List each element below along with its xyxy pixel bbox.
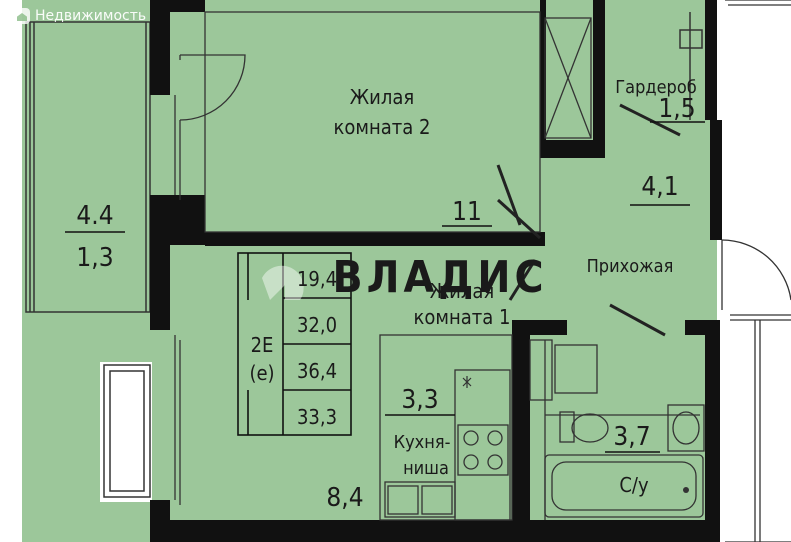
kitchen-counter <box>379 334 513 521</box>
hall-area: 4,1 <box>641 172 678 202</box>
living1-area: 8,4 <box>326 483 363 513</box>
balcony-area-reduced: 1,3 <box>76 243 113 273</box>
living2-area: 11 <box>452 197 482 227</box>
stove-icon <box>457 424 509 476</box>
walls <box>150 0 722 542</box>
toilet-icon <box>559 411 609 443</box>
kitchen-area: 3,3 <box>401 385 438 415</box>
door-swings <box>179 4 791 542</box>
area-underlines <box>65 121 705 453</box>
living1-name-line1: Жилая <box>430 279 494 303</box>
table-value-4: 33,3 <box>297 405 337 429</box>
door-leaves <box>496 103 681 337</box>
apartment-table-grid <box>237 252 352 436</box>
watermark: Недвижимость <box>14 8 146 24</box>
living2-name-line1: Жилая <box>350 85 414 109</box>
table-value-2: 32,0 <box>297 313 337 337</box>
living2-name-line2: комната 2 <box>334 115 431 139</box>
wardrobe-area: 1,5 <box>658 94 695 124</box>
kitchen-name-line2: ниша <box>403 458 449 479</box>
balcony-area-total: 4.4 <box>76 201 113 231</box>
table-value-3: 36,4 <box>297 359 337 383</box>
watermark-text: Недвижимость <box>35 8 147 24</box>
logo-text: ВЛАДИС <box>332 252 547 303</box>
table-value-1: 19,4 <box>297 267 337 291</box>
bathroom-fixtures <box>529 339 700 520</box>
sink-icon <box>667 404 705 452</box>
bath-name: С/у <box>619 473 649 497</box>
loggia-window <box>103 364 151 498</box>
apartment-type-line2: (е) <box>249 361 274 385</box>
hall-name: Прихожая <box>587 256 674 277</box>
wardrobe-name: Гардероб <box>615 77 696 98</box>
vladis-logo-icon <box>262 265 304 300</box>
bath-area: 3,7 <box>613 422 650 452</box>
vladis-logo: ВЛАДИС <box>262 252 547 303</box>
vent-shaft <box>544 17 592 139</box>
kitchen-name-line1: Кухня- <box>394 432 451 453</box>
sparkle-icon <box>462 376 472 388</box>
living1-name-line2: комната 1 <box>414 305 511 329</box>
balcony-frame <box>25 21 151 313</box>
wardrobe-rail <box>679 12 703 120</box>
drain-icon <box>683 487 689 493</box>
house-icon <box>14 8 30 24</box>
bathtub-icon <box>544 454 704 518</box>
inner-outline <box>174 0 791 542</box>
apartment-type-line1: 2Е <box>251 333 274 357</box>
